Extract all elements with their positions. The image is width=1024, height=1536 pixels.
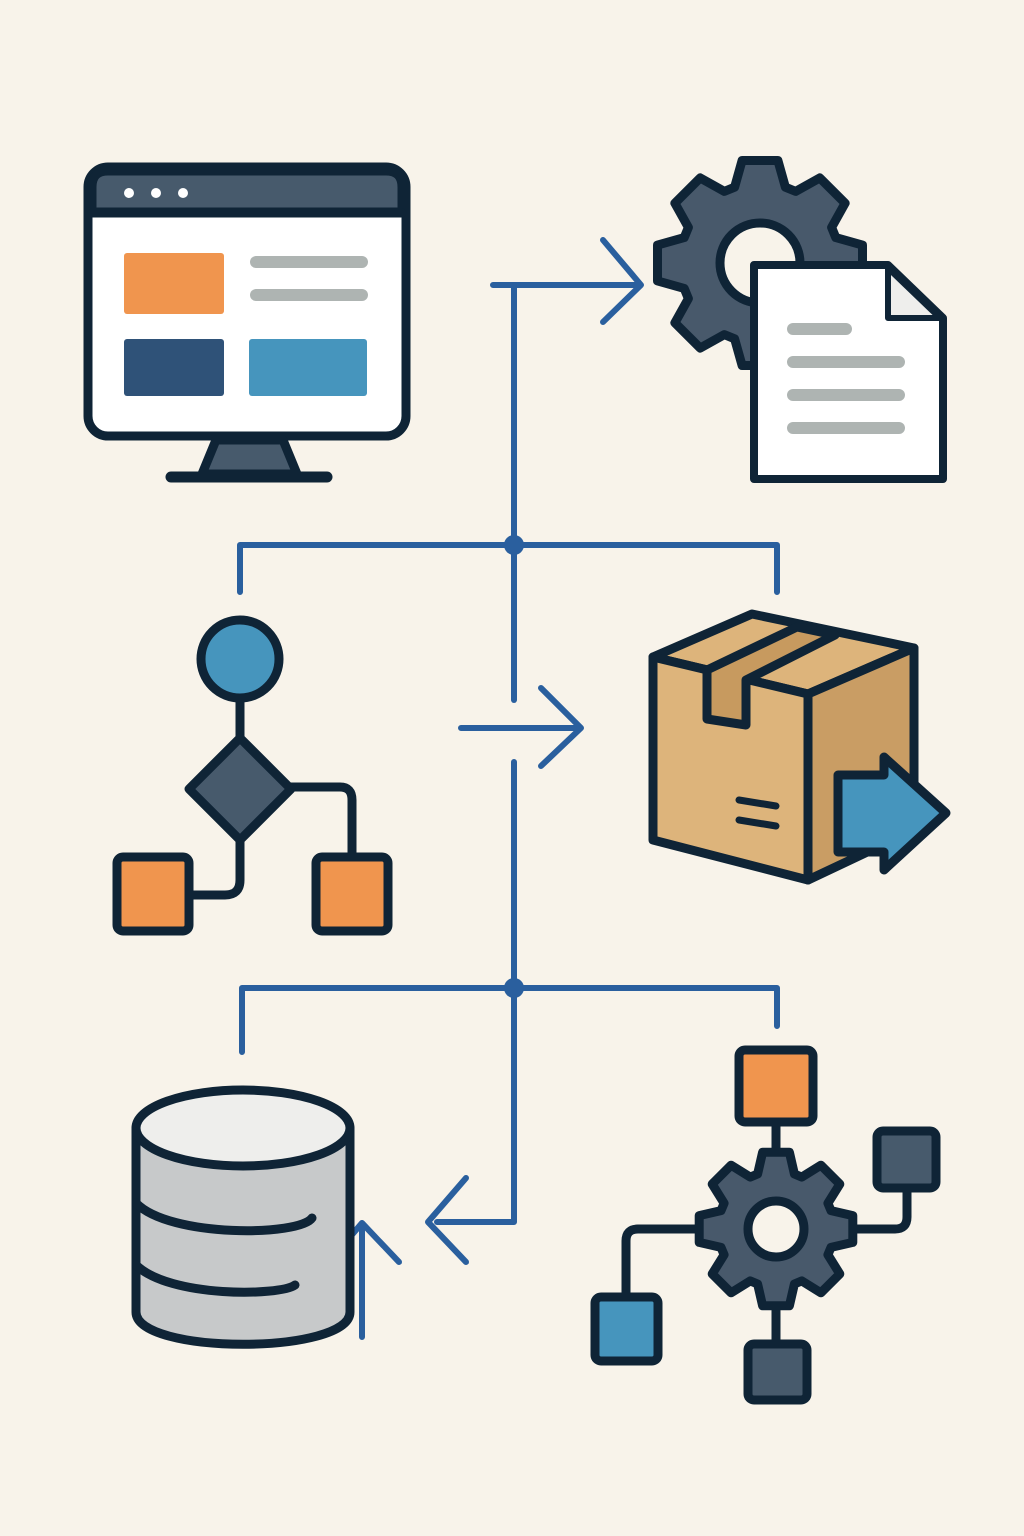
box-label-line <box>735 796 780 810</box>
flow-decision-node <box>184 733 296 845</box>
db-ring <box>131 1198 317 1236</box>
monitor-icon <box>83 162 411 483</box>
junction-dot-2 <box>504 978 524 998</box>
document-fold <box>885 265 943 321</box>
arrow-to-processing <box>490 237 644 325</box>
flowchart-icon <box>112 615 393 936</box>
arrow-to-package <box>458 685 584 769</box>
window-dot <box>124 188 134 198</box>
window-dot <box>178 188 188 198</box>
network-node-orange <box>734 1045 818 1127</box>
ui-block-orange <box>124 253 224 314</box>
arrow-to-storage <box>425 1175 469 1265</box>
network-links <box>621 1115 912 1350</box>
flow-start-node <box>196 615 284 703</box>
gear-network-icon <box>590 1045 941 1405</box>
ui-block-navy <box>124 339 224 396</box>
junction-dot-1 <box>504 535 524 555</box>
monitor-stand <box>197 435 302 479</box>
network-node-teal <box>590 1292 663 1366</box>
flow-links <box>185 695 357 900</box>
gear-icon <box>694 1147 858 1311</box>
box-label-line <box>735 816 780 830</box>
trunk-line-bottom <box>434 759 517 1225</box>
box-tape <box>702 622 840 730</box>
gear-document-icon <box>653 156 947 483</box>
flow-step-node <box>112 852 194 936</box>
connectors <box>237 237 780 1340</box>
db-ring <box>131 1260 300 1297</box>
db-top <box>131 1085 355 1171</box>
ui-block-teal <box>249 339 367 396</box>
export-arrow-icon <box>833 752 951 875</box>
network-node-slate <box>872 1126 941 1193</box>
database-icon <box>131 1085 355 1349</box>
network-node-slate <box>743 1339 812 1405</box>
monitor-titlebar <box>87 166 407 217</box>
shipping-box-icon <box>648 609 951 885</box>
flow-step-node <box>311 852 393 936</box>
window-dot <box>151 188 161 198</box>
